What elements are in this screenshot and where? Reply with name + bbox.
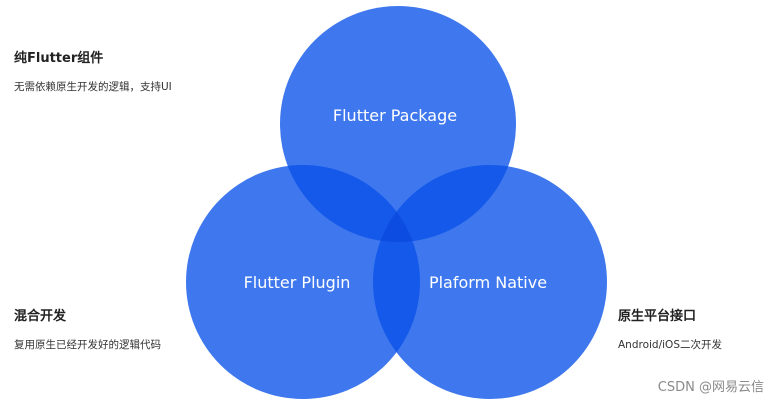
note-desc: 复用原生已经开发好的逻辑代码 bbox=[14, 339, 161, 351]
note-desc: Android/iOS二次开发 bbox=[618, 339, 722, 351]
note-title: 混合开发 bbox=[14, 309, 67, 324]
overlap-package-native bbox=[373, 165, 516, 242]
watermark: CSDN @网易云信 bbox=[657, 380, 764, 395]
note-title: 原生平台接口 bbox=[618, 309, 697, 324]
overlap-package-plugin bbox=[280, 165, 420, 242]
label-flutter-package: Flutter Package bbox=[333, 106, 457, 125]
note-desc: 无需依赖原生开发的逻辑，支持UI bbox=[14, 81, 172, 93]
note-pure-flutter: 纯Flutter组件 无需依赖原生开发的逻辑，支持UI bbox=[14, 50, 174, 96]
label-flutter-plugin: Flutter Plugin bbox=[244, 273, 351, 292]
note-title: 纯Flutter组件 bbox=[14, 51, 104, 66]
note-hybrid: 混合开发 复用原生已经开发好的逻辑代码 bbox=[14, 308, 176, 354]
note-native-interface: 原生平台接口 Android/iOS二次开发 bbox=[618, 308, 768, 354]
label-platform-native: Plaform Native bbox=[429, 273, 547, 292]
